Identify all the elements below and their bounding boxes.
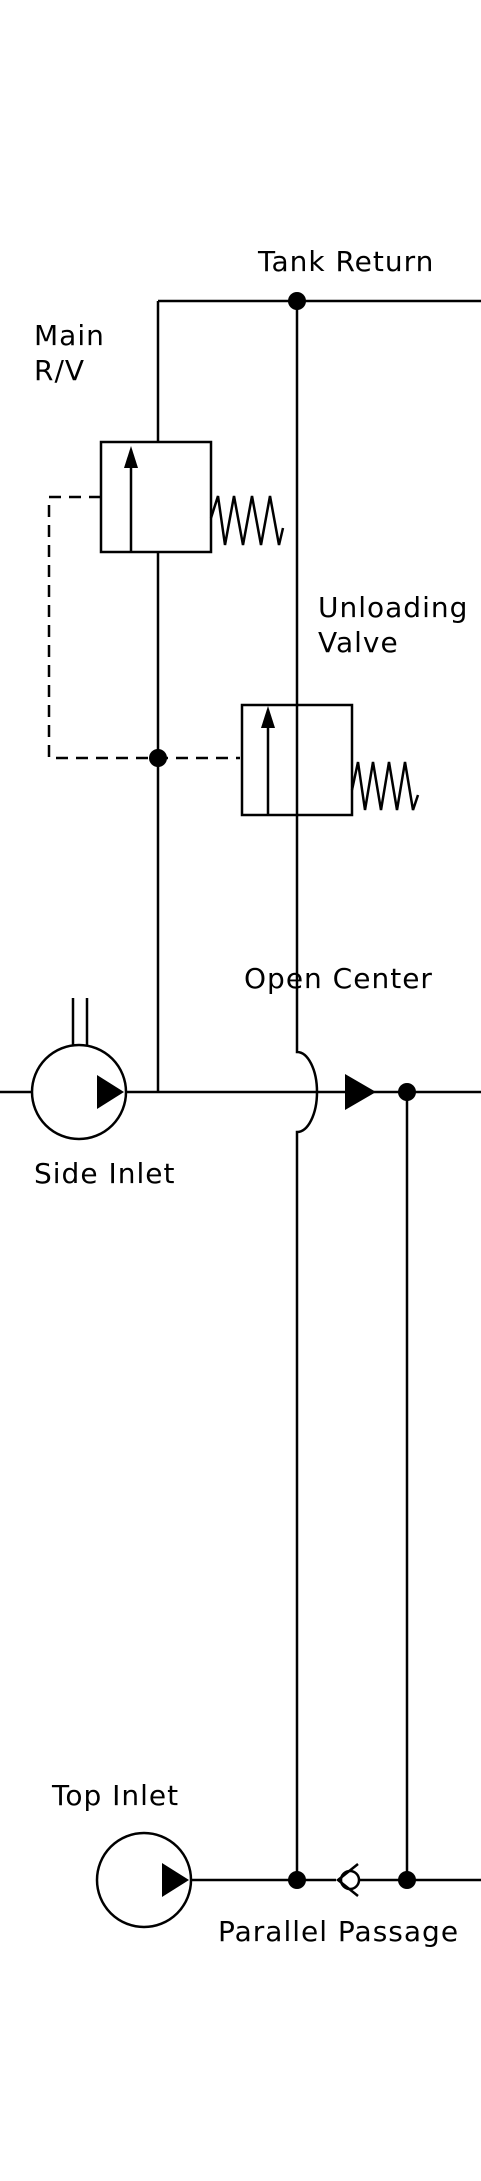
top-inlet-pump-icon [95, 1831, 193, 1929]
open-center-flow-arrow-icon [345, 1074, 376, 1110]
junction-dot-parallel-right [398, 1871, 416, 1889]
main-relief-valve [99, 440, 285, 554]
label-main-rv-line1: Main [34, 319, 105, 352]
junction-dot-tank [288, 292, 306, 310]
unloading-arrow-icon [261, 706, 275, 728]
tank-return-line [156, 299, 481, 442]
junction-dot-pilot [149, 749, 167, 767]
label-unloading-line2: Valve [318, 626, 399, 659]
label-unloading-line1: Unloading [318, 591, 468, 624]
label-parallel-passage: Parallel Passage [218, 1915, 459, 1948]
junction-dot-parallel-left [288, 1871, 306, 1889]
check-valve-icon [335, 1863, 361, 1897]
main-rv-arrow-icon [124, 446, 138, 468]
side-inlet-pump-icon [30, 998, 128, 1141]
label-main-rv-line2: R/V [34, 354, 85, 387]
label-side-inlet: Side Inlet [34, 1157, 175, 1190]
main-rv-spring-icon [209, 495, 285, 546]
label-open-center: Open Center [244, 962, 433, 995]
label-top-inlet: Top Inlet [51, 1779, 179, 1812]
unloading-valve [240, 703, 420, 817]
junction-dot-open-center [398, 1083, 416, 1101]
label-tank-return: Tank Return [257, 245, 434, 278]
pilot-dashed-line [47, 495, 240, 760]
open-center-vertical-line [295, 301, 319, 1880]
unloading-spring-icon [350, 761, 420, 811]
